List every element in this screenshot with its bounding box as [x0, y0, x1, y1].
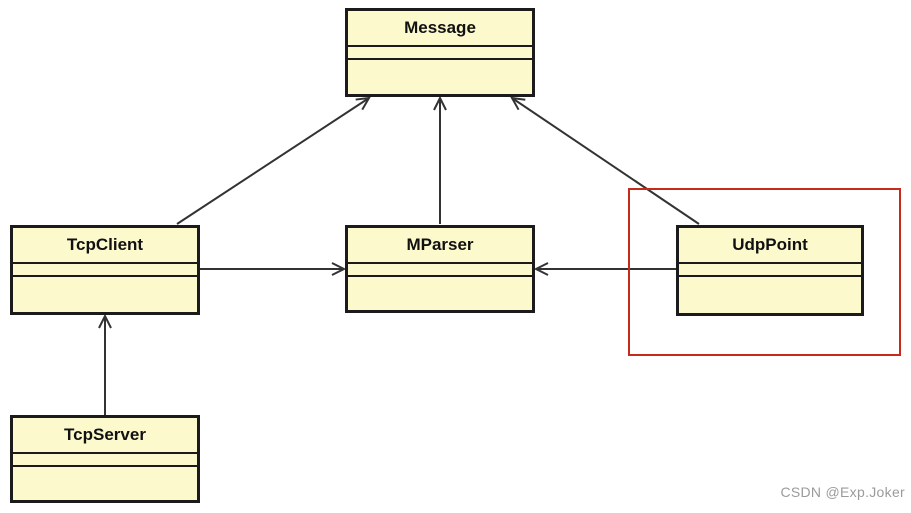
class-title: TcpServer	[13, 418, 197, 454]
edge-tcpclient-to-message	[176, 98, 369, 225]
watermark-text: CSDN @Exp.Joker	[780, 484, 905, 500]
class-title: Message	[348, 11, 532, 47]
methods-compartment	[348, 60, 532, 94]
class-box-tcpclient: TcpClient	[10, 225, 200, 315]
attributes-compartment	[348, 264, 532, 277]
attributes-compartment	[13, 264, 197, 277]
highlight-rectangle	[628, 188, 901, 356]
methods-compartment	[13, 467, 197, 500]
class-box-tcpserver: TcpServer	[10, 415, 200, 503]
methods-compartment	[13, 277, 197, 312]
class-box-udppoint: UdpPoint	[676, 225, 864, 316]
class-title: TcpClient	[13, 228, 197, 264]
edge-udppoint-to-message	[512, 98, 700, 225]
class-box-message: Message	[345, 8, 535, 97]
class-title: MParser	[348, 228, 532, 264]
methods-compartment	[679, 277, 861, 313]
attributes-compartment	[348, 47, 532, 60]
attributes-compartment	[679, 264, 861, 277]
methods-compartment	[348, 277, 532, 310]
class-box-mparser: MParser	[345, 225, 535, 313]
class-title: UdpPoint	[679, 228, 861, 264]
attributes-compartment	[13, 454, 197, 467]
